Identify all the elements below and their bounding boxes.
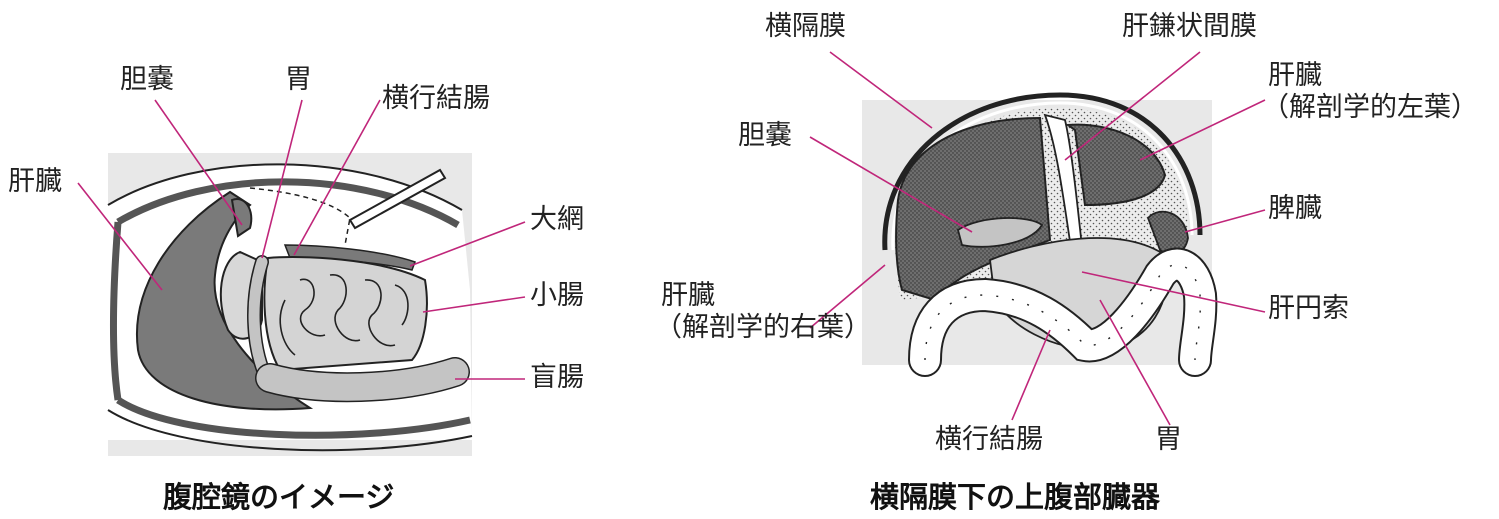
transverse-colon-haustra [924, 263, 1202, 361]
leader-gallbladder-right [809, 136, 973, 233]
label-stomach-left: 胃 [285, 64, 312, 95]
right-leader-lines [809, 51, 1266, 426]
abdominal-wall-band [116, 178, 460, 229]
label-cecum: 盲腸 [530, 362, 584, 393]
liver-shape [136, 190, 314, 411]
gallbladder-right-shape [956, 217, 1044, 248]
label-small-intestine: 小腸 [530, 280, 584, 311]
label-transverse-colon-right: 横行結腸 [935, 424, 1043, 455]
label-greater-omentum: 大網 [530, 204, 584, 235]
label-liver-right-lobe: 肝臓 （解剖学的右葉） [655, 280, 871, 345]
peritoneum-lower-line [107, 409, 473, 452]
label-liver-left-lobe: 肝臓 （解剖学的左葉） [1262, 60, 1478, 125]
leader-liver-left [77, 182, 163, 291]
ascending-colon [248, 256, 271, 381]
label-gallbladder-left: 胆嚢 [120, 64, 174, 95]
leader-colon-left [293, 99, 381, 256]
leader-round-ligament [1081, 271, 1266, 313]
leader-falciform [1064, 51, 1201, 161]
leader-stomach-left [261, 99, 303, 259]
leader-liver-right-lobe [809, 264, 886, 329]
hidden-organ-outline [249, 187, 351, 246]
liver-left-lobe-shape [1065, 123, 1167, 207]
upper-abdomen-illustration [862, 92, 1218, 377]
leader-spleen [1184, 209, 1266, 233]
gallbladder-shape [230, 198, 253, 238]
label-liver-right-lobe-line2: （解剖学的右葉） [655, 312, 871, 344]
label-gallbladder-right: 胆嚢 [738, 120, 792, 151]
leader-liver-left-lobe [1139, 99, 1266, 161]
cecum-shape [256, 358, 469, 401]
abdominal-wall-lower-band [116, 397, 471, 439]
leader-gallbladder-left [154, 99, 243, 226]
label-stomach-right: 胃 [1155, 424, 1182, 455]
abdominal-wall-side-band [110, 221, 122, 401]
leader-omentum [409, 221, 526, 267]
small-intestine-shape [263, 256, 428, 372]
label-liver-right-lobe-line1: 肝臓 [661, 280, 715, 311]
leader-small-intestine [422, 296, 526, 313]
leader-colon-right [1011, 329, 1051, 421]
label-round-ligament: 肝円索 [1268, 293, 1349, 324]
laparoscope-instrument [348, 168, 447, 230]
left-leader-lines [77, 99, 526, 380]
leader-diaphragm [829, 51, 933, 129]
label-falciform-ligament: 肝鎌状間膜 [1122, 11, 1257, 42]
label-transverse-colon-left: 横行結腸 [382, 83, 490, 114]
label-liver-left-lobe-line1: 肝臓 [1268, 60, 1322, 91]
diaphragm-arc [882, 92, 1203, 251]
label-liver-left-lobe-line2: （解剖学的左葉） [1262, 92, 1478, 124]
laparoscope-illustration [107, 153, 473, 456]
small-intestine-folds [279, 274, 409, 356]
label-diaphragm: 横隔膜 [765, 11, 846, 42]
leader-stomach-right [1099, 299, 1171, 426]
label-spleen: 脾臓 [1268, 193, 1322, 224]
caption-laparoscope: 腹腔鏡のイメージ [163, 480, 395, 514]
caption-upper-abdomen: 横隔膜下の上腹部臓器 [870, 480, 1161, 514]
label-liver-left: 肝臓 [8, 166, 62, 197]
